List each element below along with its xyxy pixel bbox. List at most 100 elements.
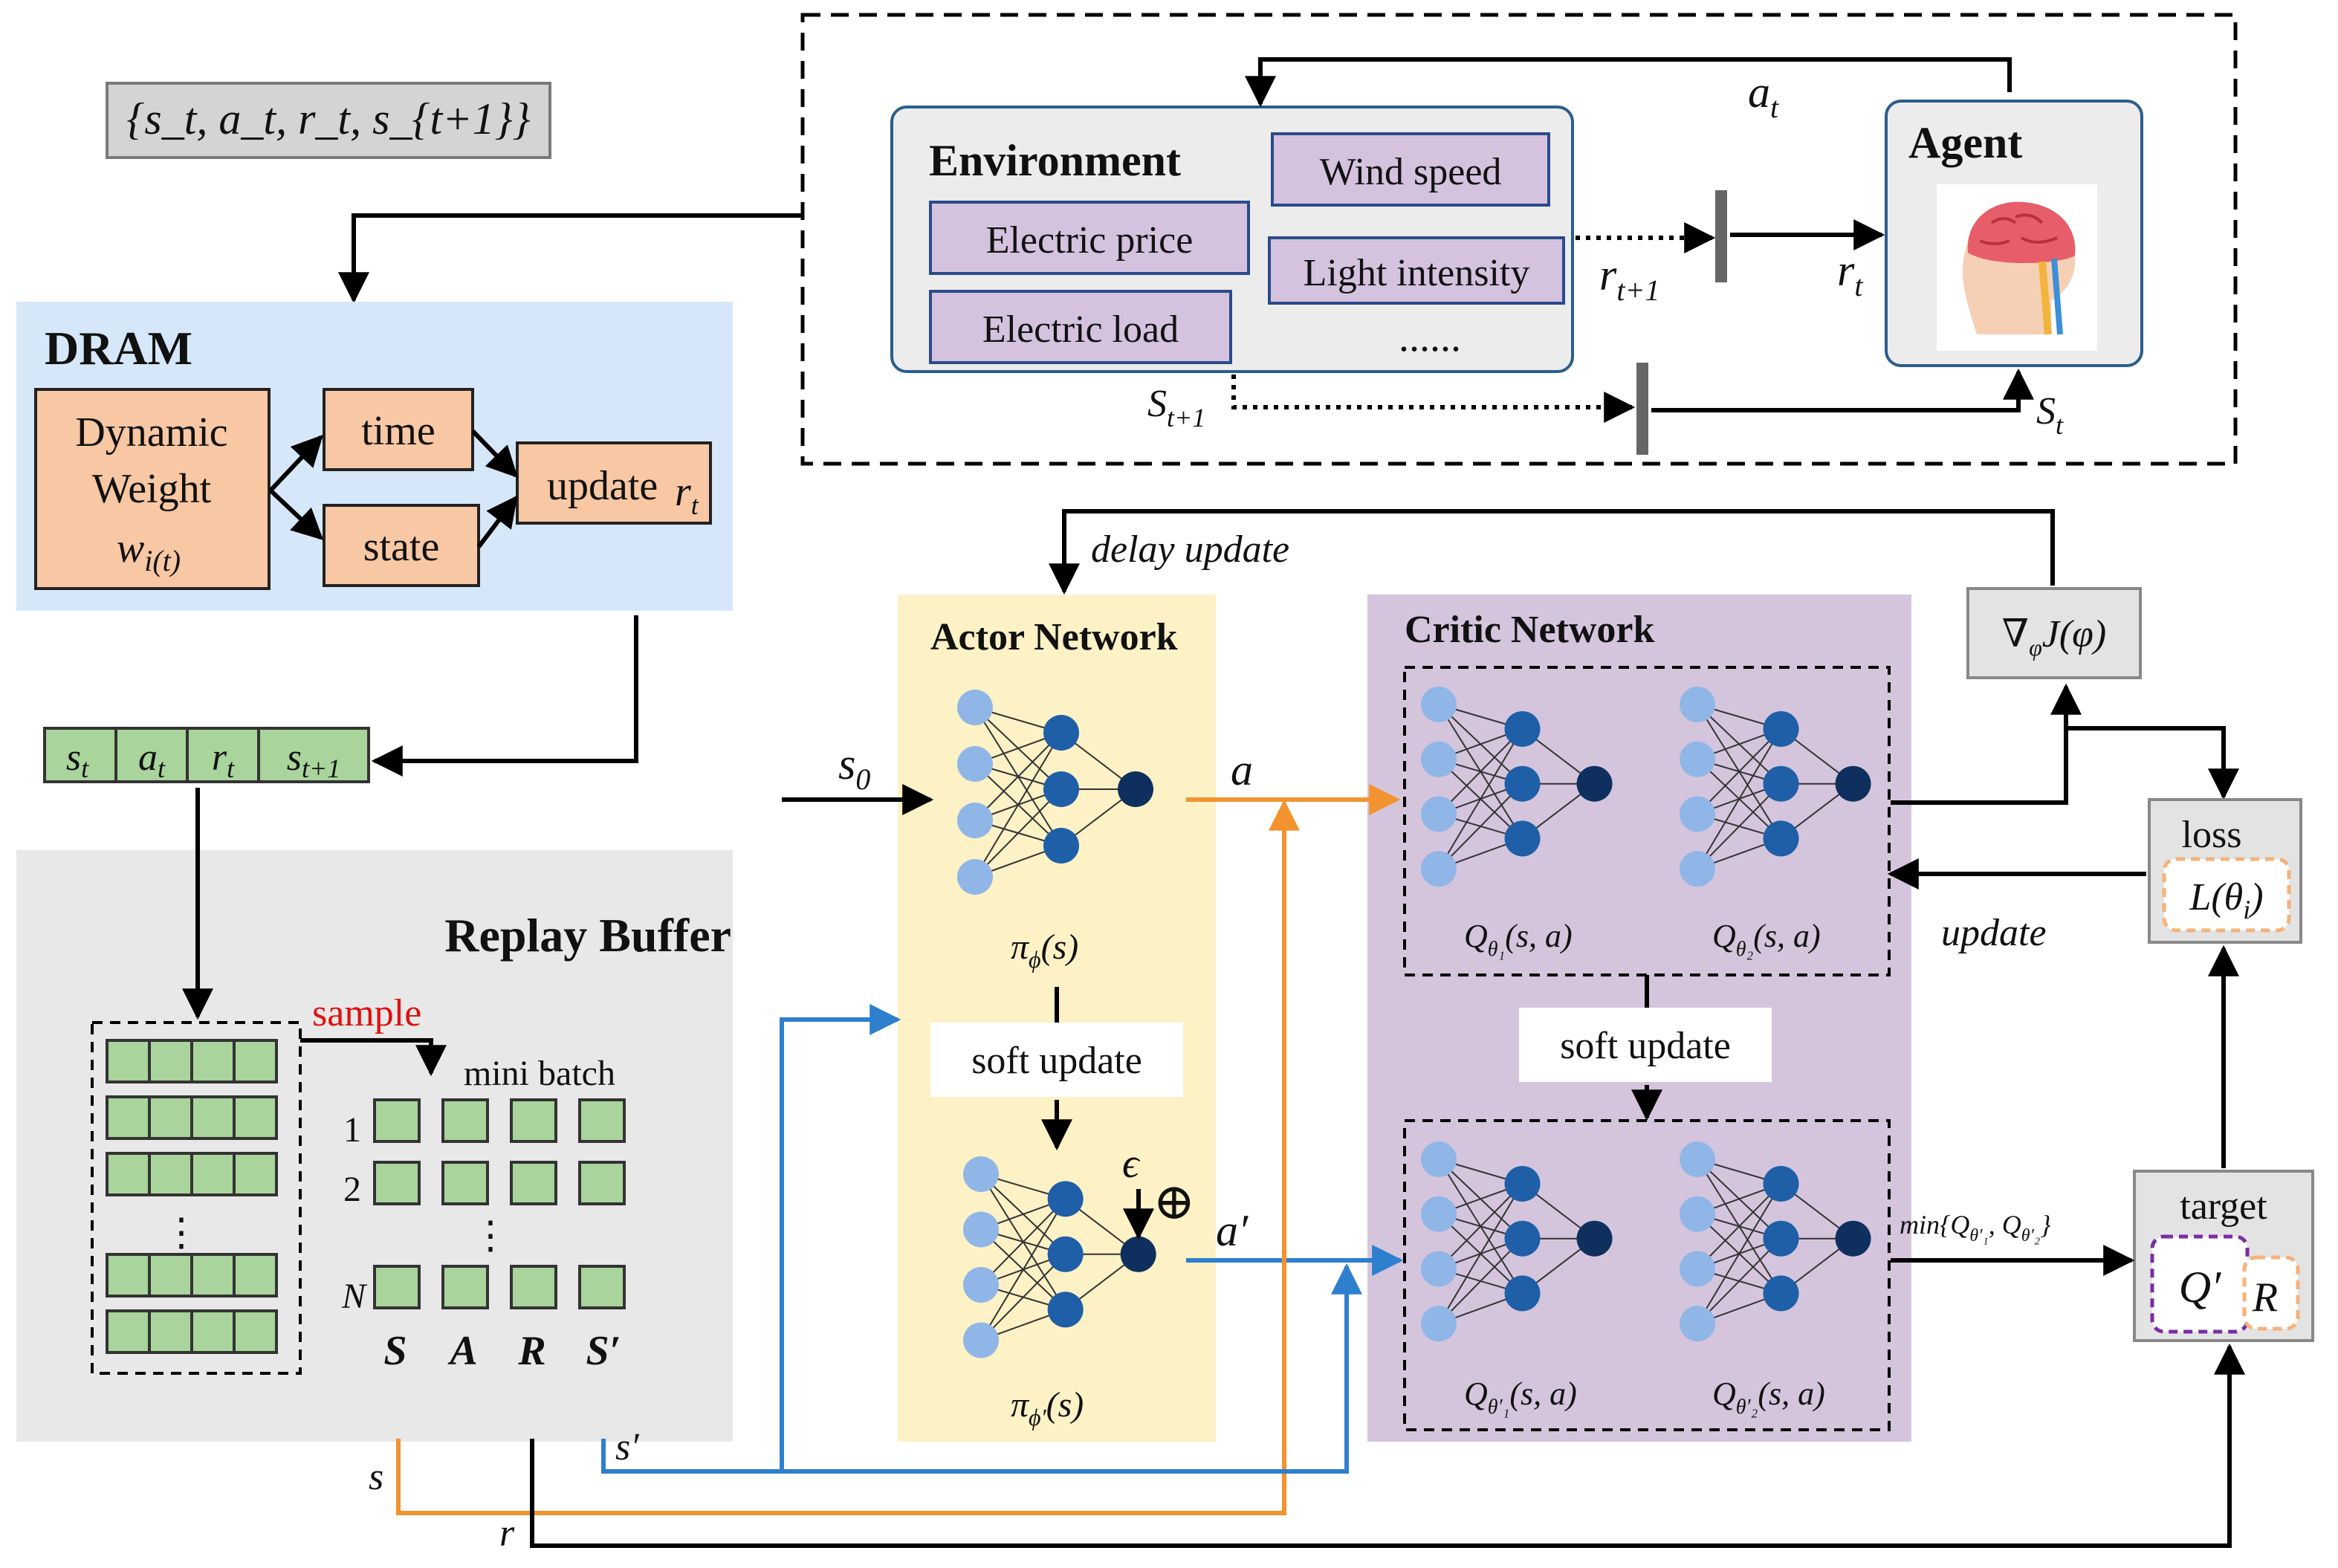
buffer-s-prime-label: s′ xyxy=(615,1426,640,1468)
hidden-node xyxy=(1763,1165,1799,1202)
input-node xyxy=(1680,851,1715,887)
mini-batch-cell xyxy=(510,1098,557,1143)
actor-soft-update: soft update xyxy=(971,1040,1142,1082)
output-node xyxy=(1576,765,1613,802)
environment-title: Environment xyxy=(929,136,1181,185)
actor-title: Actor Network xyxy=(930,616,1178,658)
state-dotted-arrow xyxy=(1231,375,1636,423)
mini-batch-cell xyxy=(373,1098,421,1143)
target-policy-label: πϕ′(s) xyxy=(1011,1385,1084,1431)
hidden-node xyxy=(1504,1275,1541,1312)
mini-batch-cell xyxy=(441,1265,489,1309)
input-node xyxy=(1421,687,1457,722)
buffer-cell xyxy=(190,1095,236,1140)
noise-label: ϵ xyxy=(1122,1141,1141,1187)
environment-box: Environment Wind speed Electric price Li… xyxy=(890,106,1574,373)
loss-box: loss L(θi) xyxy=(2148,798,2302,944)
hidden-node xyxy=(1047,1292,1084,1328)
buffer-cell xyxy=(148,1253,193,1298)
dram-title: DRAM xyxy=(45,322,192,375)
min-q-label: min{Qθ′₁, Qθ′₂} xyxy=(1900,1210,2051,1245)
time-label: time xyxy=(361,408,435,454)
buffer-r-label: r xyxy=(499,1512,515,1555)
hidden-node xyxy=(1043,715,1079,751)
action-label: at xyxy=(1748,68,1779,124)
target-action-label: a′ xyxy=(1216,1206,1249,1255)
input-node xyxy=(1421,1141,1457,1177)
output-node xyxy=(1835,765,1871,802)
mini-batch-cell xyxy=(578,1161,626,1205)
state-label: St xyxy=(2036,390,2064,440)
input-node xyxy=(957,803,993,838)
factor-wind-speed: Wind speed xyxy=(1320,151,1502,193)
buffer-cell xyxy=(148,1152,193,1196)
input-node xyxy=(1421,1306,1457,1342)
buffer-s-label: s xyxy=(369,1456,383,1498)
hidden-node xyxy=(1504,765,1541,802)
output-node xyxy=(1835,1220,1871,1257)
input-node xyxy=(957,746,993,782)
output-node xyxy=(1120,1236,1156,1272)
policy-gradient-text: ∇φJ(φ) xyxy=(2002,613,2107,661)
delay-update-arrow xyxy=(1049,509,2055,595)
buffer-cell xyxy=(233,1309,278,1354)
mini-batch-cell xyxy=(373,1265,421,1309)
sample-arrow xyxy=(300,1038,447,1077)
output-node xyxy=(1576,1220,1613,1257)
sample-label: sample xyxy=(312,992,421,1034)
critic-soft-update: soft update xyxy=(1560,1025,1731,1067)
reward-next-label: rt+1 xyxy=(1599,250,1659,307)
buffer-s-to-actor-arrow xyxy=(396,799,1300,1515)
input-node xyxy=(1680,741,1715,777)
hidden-node xyxy=(1504,1220,1541,1257)
hidden-node xyxy=(1763,710,1799,747)
mini-batch-grid xyxy=(373,1098,626,1309)
rl-loop-region xyxy=(800,13,2238,466)
input-node xyxy=(1421,1196,1457,1232)
brain-head-icon xyxy=(1937,184,2097,351)
mini-batch-vdots: ⋮ xyxy=(471,1215,510,1257)
col-label-s: S xyxy=(383,1328,407,1374)
input-node xyxy=(963,1211,999,1248)
input-node xyxy=(957,859,993,895)
mini-batch-cell xyxy=(373,1161,421,1205)
transition-a: at xyxy=(138,736,166,783)
action-arrow xyxy=(1245,57,2012,108)
transition-r: rt xyxy=(212,736,235,783)
transition-row: st at rt st+1 xyxy=(43,727,370,783)
mini-batch-label: mini batch xyxy=(464,1054,615,1093)
hidden-node xyxy=(1763,820,1799,857)
factor-light-intensity: Light intensity xyxy=(1304,252,1530,294)
target-title: target xyxy=(2180,1185,2267,1228)
col-label-a: A xyxy=(447,1328,477,1374)
input-node xyxy=(1421,851,1457,887)
mini-batch-cell xyxy=(510,1265,557,1309)
weight-symbol: wi(t) xyxy=(117,525,181,577)
buffer-cell xyxy=(190,1152,236,1196)
target-box: target Q′ R xyxy=(2133,1170,2314,1342)
policy-gradient-box: ∇φJ(φ) xyxy=(1966,587,2142,679)
state-arrow xyxy=(1651,368,2034,412)
mini-batch-cell xyxy=(441,1098,489,1143)
q1-target-label: Qθ′₁(s, a) xyxy=(1464,1376,1577,1419)
row-label-1: 1 xyxy=(343,1110,361,1150)
actor-output-label: a xyxy=(1231,745,1253,794)
buffer-cell xyxy=(106,1095,151,1140)
hidden-node xyxy=(1043,828,1079,864)
mini-batch-cell xyxy=(510,1161,557,1205)
critic-to-loss-arrow xyxy=(2066,726,2239,800)
weight-label: Weight xyxy=(92,466,212,512)
buffer-rows xyxy=(106,1039,278,1354)
input-node xyxy=(963,1266,999,1303)
buffer-storage xyxy=(91,1021,302,1375)
buffer-cell xyxy=(148,1309,193,1354)
reward-label: rt xyxy=(1837,246,1863,302)
oplus-symbol: ⊕ xyxy=(1153,1173,1196,1230)
hidden-node xyxy=(1504,1165,1541,1202)
input-node xyxy=(1680,687,1715,722)
state-next-label: St+1 xyxy=(1147,383,1205,433)
input-node xyxy=(963,1156,999,1192)
critic-soft-update-box xyxy=(1519,1008,1772,1082)
transition-s: st xyxy=(66,736,89,783)
hidden-node xyxy=(1763,1275,1799,1312)
